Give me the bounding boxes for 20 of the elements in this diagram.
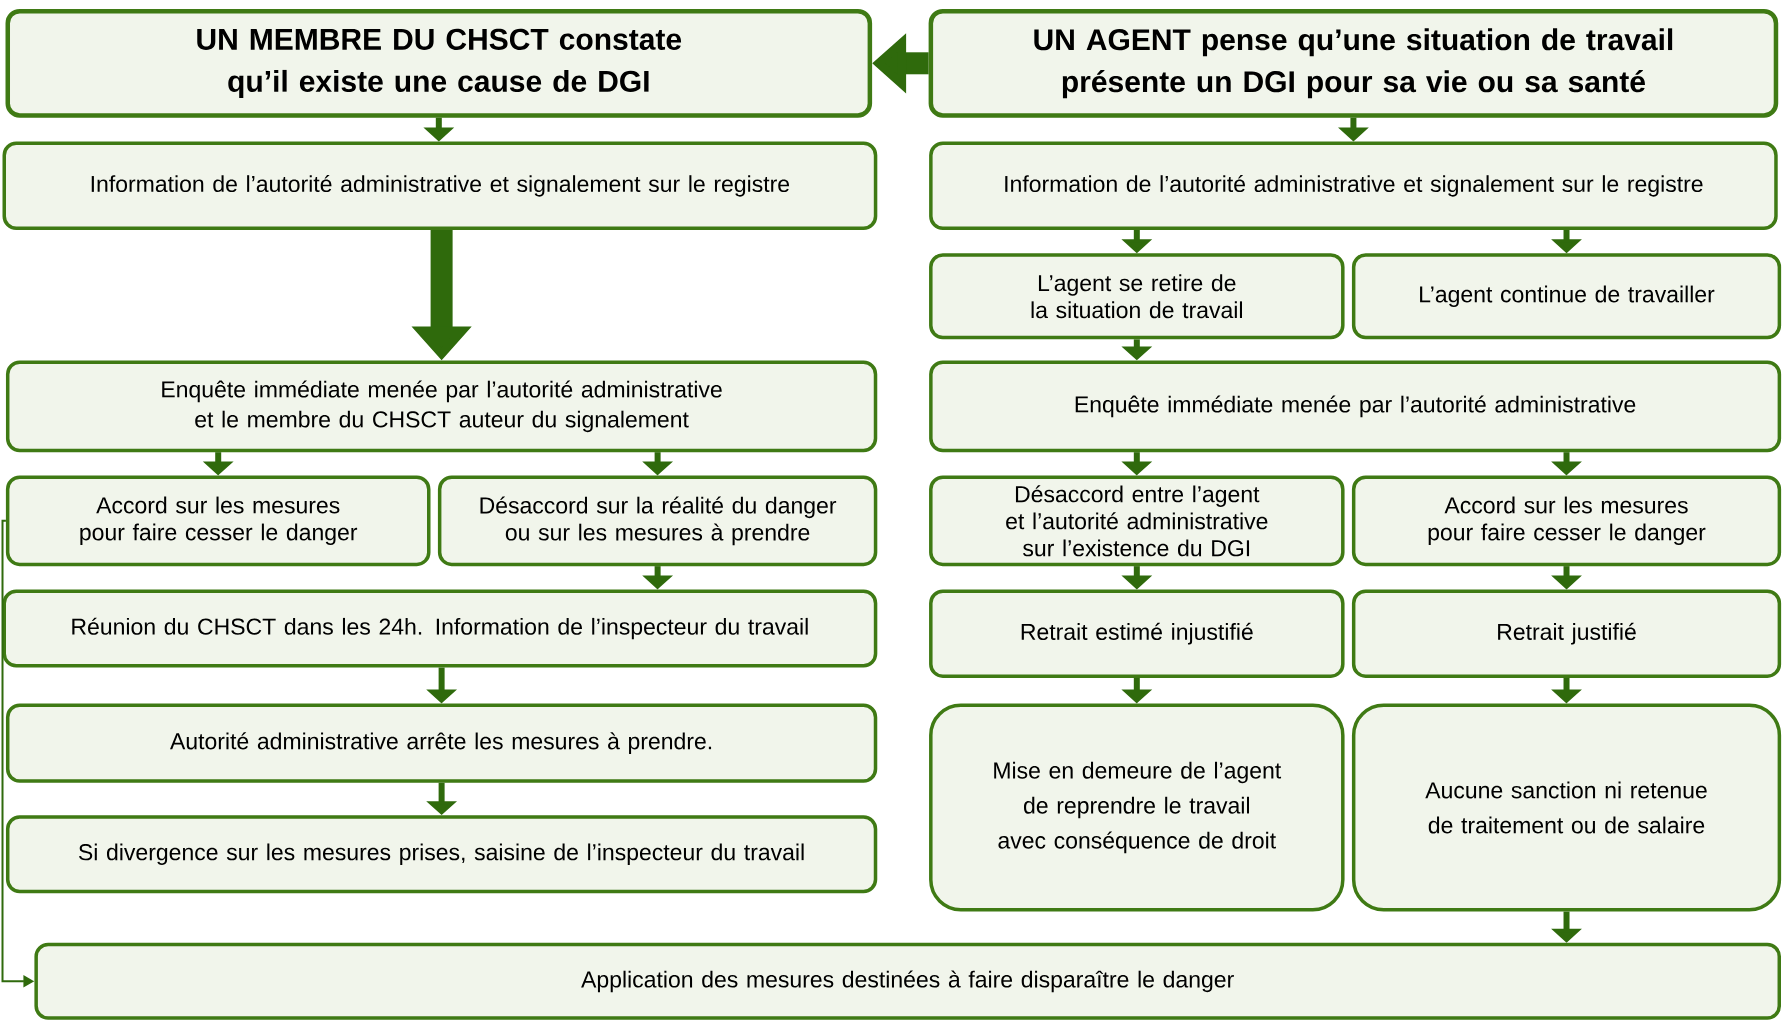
process-box: Application des mesures destinées à faire disparaître le danger (34, 942, 1781, 1020)
process-box: Aucune sanction ni retenue de traitement ou de salaire (1351, 703, 1782, 912)
process-box: Retrait justifié (1351, 589, 1782, 678)
process-box: Accord sur les mesures pour faire cesser le danger (1351, 475, 1782, 567)
process-box: Information de l’autorité administrative et signalement sur le registre (2, 141, 878, 230)
process-box: L’agent continue de travailler (1351, 253, 1782, 340)
title-box: UN MEMBRE DU CHSCT constate qu’il existe une cause de DGI (5, 8, 873, 118)
process-box: Réunion du CHSCT dans les 24h. Information de l’inspecteur du travail (2, 589, 878, 668)
process-box: Si divergence sur les mesures prises, saisine de l’inspecteur du travail (5, 815, 878, 894)
title-box: UN AGENT pense qu’une situation de travail présente un DGI pour sa vie ou sa santé (928, 8, 1779, 118)
process-box: Autorité administrative arrête les mesures à prendre. (5, 703, 878, 783)
process-box: Accord sur les mesures pour faire cesser le danger (5, 475, 431, 567)
process-box: Information de l’autorité administrative et signalement sur le registre (929, 141, 1778, 230)
process-box: Désaccord entre l’agent et l’autorité administrative sur l’existence du DGI (929, 475, 1345, 567)
process-box: Retrait estimé injustifié (929, 589, 1345, 678)
process-box: Mise en demeure de l’agent de reprendre le travail avec conséquence de droit (929, 703, 1345, 912)
process-box: Enquête immédiate menée par l’autorité administrative et le membre du CHSCT auteur du signalement (5, 360, 878, 453)
process-box: Désaccord sur la réalité du danger ou sur les mesures à prendre (437, 475, 878, 567)
process-box: L’agent se retire de la situation de travail (929, 253, 1345, 340)
process-box: Enquête immédiate menée par l’autorité administrative (929, 360, 1782, 453)
